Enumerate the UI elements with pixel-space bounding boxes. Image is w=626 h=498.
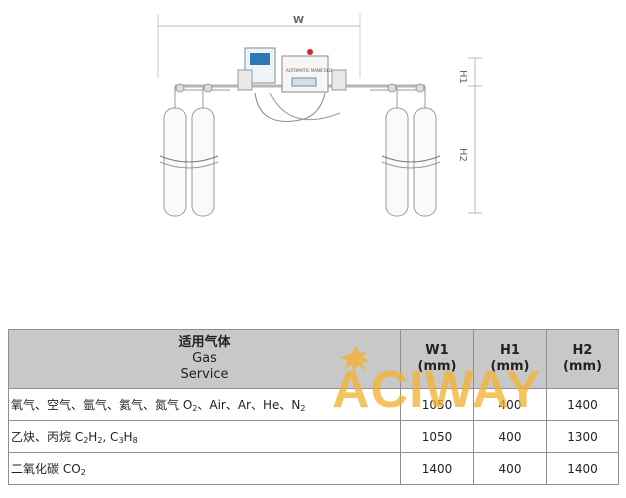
- gas-subscript: 2: [300, 404, 306, 413]
- gas-cell: 乙炔、丙烷 C2H2, C3H8: [8, 420, 401, 453]
- gas-service-header: 适用气体 Gas Service: [8, 329, 401, 389]
- gas-subscript: 2: [97, 436, 103, 445]
- spec-table: 适用气体 Gas Service W1 (mm) H1 (mm) H2 (mm)…: [8, 329, 619, 485]
- width-dimension-label: W: [293, 15, 304, 26]
- panel-label: AUTOMATIC MANIFOLD: [286, 68, 332, 73]
- w1-header: W1 (mm): [400, 329, 474, 389]
- h1-header-unit: (mm): [490, 359, 530, 374]
- gas-subscript: 2: [192, 404, 198, 413]
- gas-subscript: 3: [118, 436, 124, 445]
- h2-dimension-label: H2: [457, 148, 468, 162]
- manifold-diagram: W H1 H2 AUTOMATIC MANIFOLD: [157, 14, 482, 217]
- h2-header-label: H2: [572, 343, 593, 358]
- w1-header-label: W1: [425, 343, 449, 358]
- gas-text: 乙炔、丙烷 C: [11, 430, 84, 444]
- gas-text: H: [88, 430, 98, 444]
- gas-text: H: [123, 430, 133, 444]
- gas-text: 二氧化碳 CO: [11, 462, 81, 476]
- w1-header-unit: (mm): [417, 359, 457, 374]
- gas-subscript: 2: [80, 468, 86, 477]
- table-header-row: 适用气体 Gas Service W1 (mm) H1 (mm) H2 (mm): [8, 329, 619, 389]
- h1-dimension-label: H1: [457, 70, 468, 84]
- gas-cell: 二氧化碳 CO2: [8, 452, 401, 485]
- h2-header-unit: (mm): [563, 359, 602, 374]
- table-row: 乙炔、丙烷 C2H2, C3H8 1050 400 1300: [8, 420, 619, 453]
- gas-cell: 氧气、空气、氩气、氦气、氮气 O2、Air、Ar、He、N2: [8, 388, 401, 421]
- gas-subscript: 8: [132, 436, 138, 445]
- w1-cell: 1400: [400, 452, 474, 485]
- gas-text: , C: [102, 430, 119, 444]
- h2-cell: 1400: [546, 452, 619, 485]
- gas-header-en1: Gas: [192, 351, 217, 366]
- gas-header-cn: 适用气体: [178, 335, 231, 350]
- h1-header: H1 (mm): [473, 329, 547, 389]
- gas-header-en2: Service: [180, 367, 229, 382]
- h1-cell: 400: [473, 388, 547, 421]
- w1-cell: 1050: [400, 388, 474, 421]
- h1-cell: 400: [473, 420, 547, 453]
- gas-subscript: 2: [83, 436, 89, 445]
- h1-header-label: H1: [500, 343, 520, 358]
- h2-cell: 1400: [546, 388, 619, 421]
- h1-cell: 400: [473, 452, 547, 485]
- table-row: 二氧化碳 CO2 1400 400 1400: [8, 452, 619, 485]
- h2-header: H2 (mm): [546, 329, 619, 389]
- w1-cell: 1050: [400, 420, 474, 453]
- gas-text: 、Air、Ar、He、N: [197, 398, 301, 412]
- table-row: 氧气、空气、氩气、氦气、氮气 O2、Air、Ar、He、N2 1050 400 …: [8, 388, 619, 421]
- gas-text: 氧气、空气、氩气、氦气、氮气 O: [11, 398, 193, 412]
- h2-cell: 1300: [546, 420, 619, 453]
